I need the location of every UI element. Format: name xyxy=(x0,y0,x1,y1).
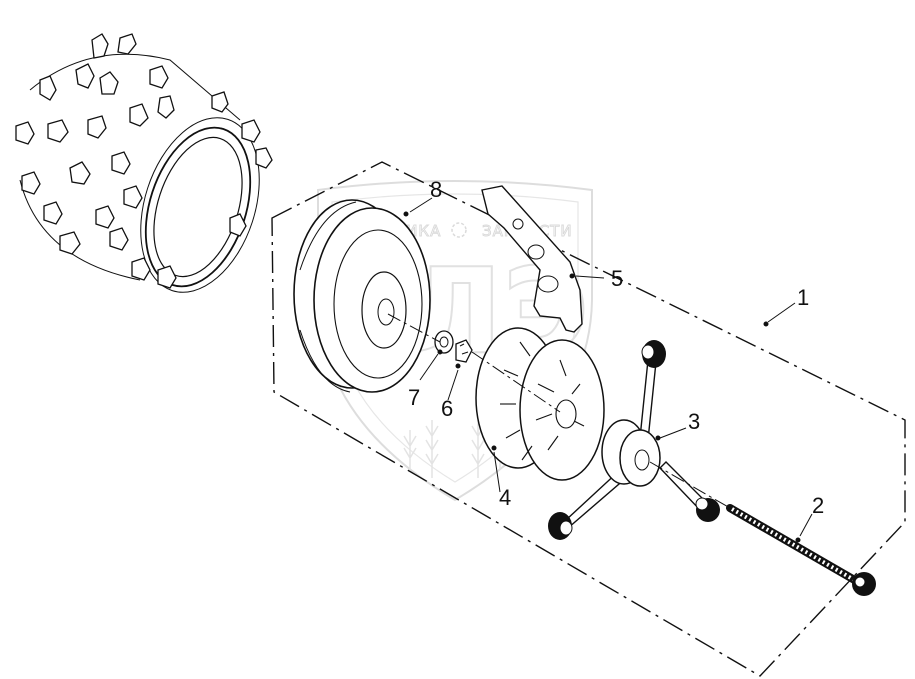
gear-icon xyxy=(451,222,467,238)
fan-hub xyxy=(555,399,577,429)
assembly-axis xyxy=(387,313,731,509)
callout-7: 7 xyxy=(408,385,420,410)
callout-5: 5 xyxy=(611,266,623,291)
leader-lines xyxy=(403,197,813,543)
part-4-fan-disc xyxy=(475,327,605,481)
housing-groove xyxy=(333,229,423,379)
knob-icon xyxy=(695,497,720,522)
crank-hub-bore xyxy=(634,449,650,471)
knob-icon xyxy=(548,512,573,540)
callout-4: 4 xyxy=(499,485,511,510)
knob-icon xyxy=(641,340,666,368)
part-7-washer xyxy=(434,330,454,354)
part-6-nut xyxy=(455,339,473,363)
rotor-flange-rim xyxy=(140,117,260,293)
callout-6: 6 xyxy=(441,396,453,421)
assembly-boundary xyxy=(271,161,906,677)
housing-rim-edge xyxy=(299,201,357,393)
callout-8: 8 xyxy=(430,177,442,202)
callout-1: 1 xyxy=(797,285,809,310)
part-5-bracket xyxy=(481,185,583,333)
part-3-crank xyxy=(548,340,720,540)
rotor-teeth xyxy=(15,33,273,289)
callout-labels: 1 2 3 4 5 6 7 8 xyxy=(408,177,824,518)
bracket-hole-top xyxy=(512,218,524,230)
bracket-hole-low xyxy=(537,275,559,293)
part-2-bolt xyxy=(726,504,876,596)
housing-bore xyxy=(377,298,395,326)
bolt-thread xyxy=(730,507,858,583)
fan-fins xyxy=(500,341,585,461)
bracket-plate xyxy=(481,185,583,333)
rotor-assembly xyxy=(15,33,273,293)
callout-3: 3 xyxy=(688,409,700,434)
callout-2: 2 xyxy=(812,493,824,518)
part-8-housing xyxy=(293,199,431,393)
bracket-hole-mid xyxy=(527,244,545,260)
crank-arm-top xyxy=(639,359,657,441)
